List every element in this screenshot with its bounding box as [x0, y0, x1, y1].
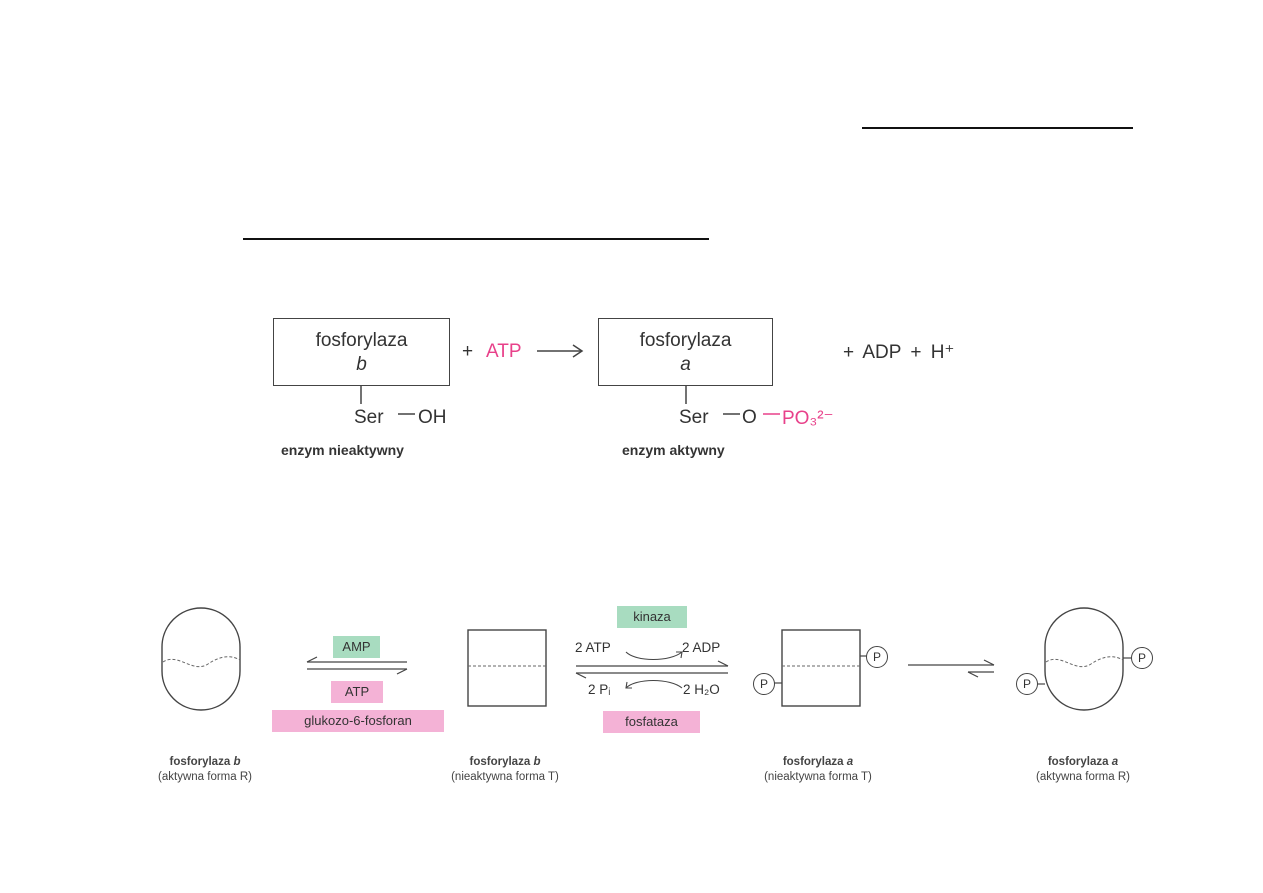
- enzyme-b-box: fosforylaza b: [273, 318, 450, 386]
- caption-variant: b: [233, 756, 241, 768]
- two-adp-label: 2 ADP: [682, 640, 721, 655]
- caption-name: fosforylaza: [782, 756, 844, 768]
- caption-b-t: fosforylaza b (nieaktywna forma T): [430, 755, 580, 785]
- equilibrium-arrows-2: [908, 659, 995, 678]
- caption-variant: a: [846, 756, 854, 768]
- ser-label-a: Ser: [679, 407, 709, 428]
- caption-form: (aktywna forma R): [1036, 771, 1130, 783]
- phosphatase-tag: fosfataza: [603, 711, 700, 733]
- enzyme-a-t-state-shape: [774, 629, 868, 707]
- caption-name: fosforylaza: [169, 756, 231, 768]
- caption-variant: a: [1111, 756, 1119, 768]
- label-active: enzym aktywny: [622, 442, 725, 458]
- enzyme-b-t-state-shape: [467, 629, 547, 707]
- label-inactive: enzym nieaktywny: [281, 442, 404, 458]
- enzyme-a-variant: a: [680, 354, 691, 375]
- caption-form: (aktywna forma R): [158, 771, 252, 783]
- enzyme-a-name: fosforylaza: [639, 330, 732, 351]
- two-h2o-label: 2 H₂O: [683, 682, 720, 697]
- g6p-tag: glukozo-6-fosforan: [272, 710, 444, 732]
- caption-name: fosforylaza: [1047, 756, 1109, 768]
- amp-tag: AMP: [333, 636, 380, 658]
- atp-tag: ATP: [331, 681, 383, 703]
- ser-o-po3-bonds: [685, 386, 780, 415]
- two-atp-label: 2 ATP: [575, 640, 611, 655]
- p-symbol: P: [759, 677, 768, 691]
- caption-a-r: fosforylaza a (aktywna forma R): [1008, 755, 1158, 785]
- caption-variant: b: [533, 756, 541, 768]
- caption-form: (nieaktywna forma T): [764, 771, 872, 783]
- ser-label-b: Ser: [354, 407, 384, 428]
- phosphate-circle-a-r-right: P: [1131, 647, 1153, 669]
- plus-sign: +: [462, 341, 474, 362]
- products-text: + ADP + H⁺: [843, 342, 955, 363]
- kinase-phosphatase-arrows: [575, 651, 729, 689]
- p-symbol: P: [872, 650, 881, 664]
- enzyme-b-variant: b: [356, 354, 367, 375]
- p-symbol: P: [1022, 677, 1031, 691]
- phosphate-circle-a-t-right: P: [866, 646, 888, 668]
- enzyme-a-box: fosforylaza a: [598, 318, 773, 386]
- two-pi-label: 2 Pᵢ: [588, 682, 611, 697]
- caption-b-r: fosforylaza b (aktywna forma R): [130, 755, 280, 785]
- enzyme-b-r-state-shape: [161, 607, 241, 711]
- kinase-tag: kinaza: [617, 606, 687, 628]
- p-symbol: P: [1137, 651, 1146, 665]
- ser-oh-bonds: [360, 386, 415, 415]
- equilibrium-arrows-1: [306, 656, 408, 675]
- atp-reactant: ATP: [486, 341, 522, 362]
- phosphate-circle-a-r-left: P: [1016, 673, 1038, 695]
- oh-label: OH: [418, 407, 447, 428]
- o-label: O: [742, 407, 757, 428]
- reaction-arrow: [537, 344, 584, 358]
- po3-label: PO₃²⁻: [782, 408, 834, 429]
- title-underline-top: [862, 127, 1133, 129]
- caption-form: (nieaktywna forma T): [451, 771, 559, 783]
- enzyme-b-name: fosforylaza: [315, 330, 408, 351]
- caption-name: fosforylaza: [469, 756, 531, 768]
- enzyme-a-r-state-shape: [1036, 607, 1132, 711]
- caption-a-t: fosforylaza a (nieaktywna forma T): [743, 755, 893, 785]
- title-underline-middle: [243, 238, 709, 240]
- phosphate-circle-a-t-left: P: [753, 673, 775, 695]
